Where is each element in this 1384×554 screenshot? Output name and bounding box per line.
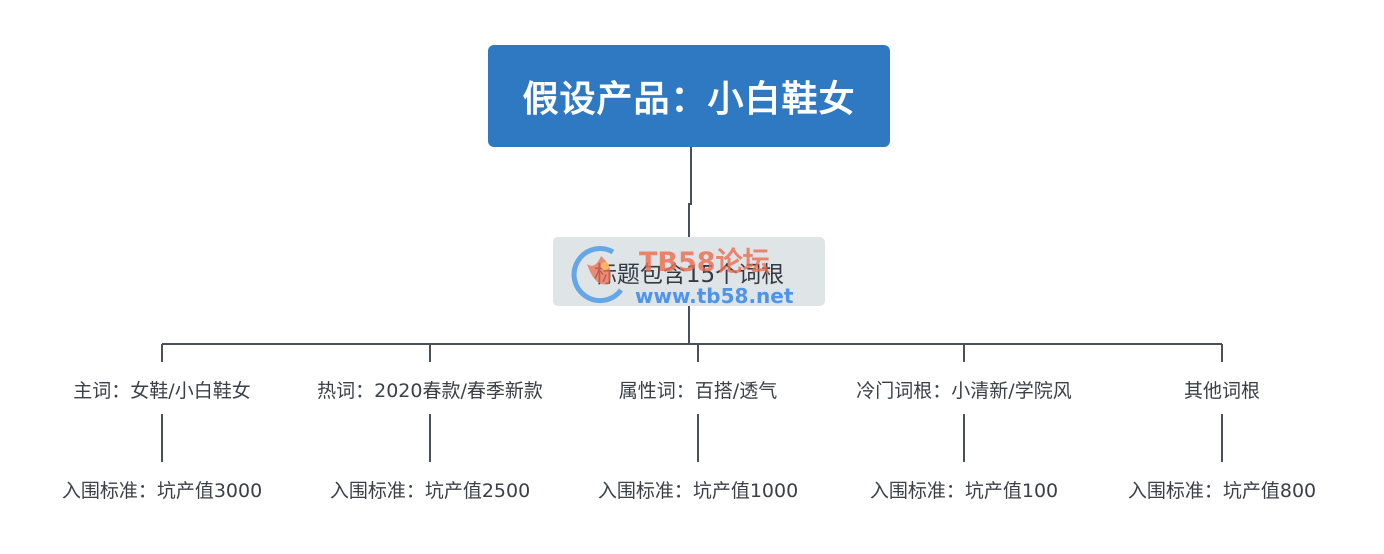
branch-label-2[interactable]: 属性词：百搭/透气 bbox=[618, 380, 778, 402]
criterion-label-1[interactable]: 入围标准：坑产值2500 bbox=[329, 480, 531, 502]
criterion-label-3[interactable]: 入围标准：坑产值100 bbox=[869, 480, 1059, 502]
root-to-sub-connector bbox=[688, 147, 692, 237]
root-node-label: 假设产品：小白鞋女 bbox=[522, 79, 856, 120]
criterion-label-4[interactable]: 入围标准：坑产值800 bbox=[1127, 480, 1317, 502]
branch-label-1[interactable]: 热词：2020春款/春季新款 bbox=[317, 380, 543, 402]
criterion-label-0[interactable]: 入围标准：坑产值3000 bbox=[61, 480, 263, 502]
branch-label-4[interactable]: 其他词根 bbox=[1183, 380, 1261, 402]
branch-label-3[interactable]: 冷门词根：小清新/学院风 bbox=[856, 380, 1072, 402]
root-node[interactable]: 假设产品：小白鞋女 bbox=[488, 45, 890, 147]
criterion-label-2[interactable]: 入围标准：坑产值1000 bbox=[597, 480, 799, 502]
level1-node-label: 标题包含15个词根 bbox=[593, 261, 785, 288]
branch-label-0[interactable]: 主词：女鞋/小白鞋女 bbox=[73, 380, 251, 402]
level1-node[interactable]: 标题包含15个词根 bbox=[553, 237, 825, 306]
